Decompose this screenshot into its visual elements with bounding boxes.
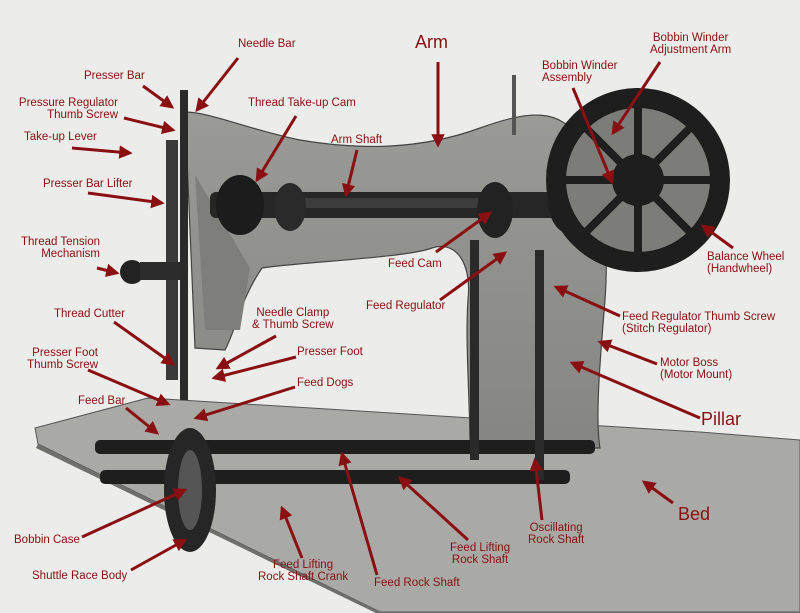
label-bobbin-case: Bobbin Case <box>14 534 80 546</box>
arrow-presser-foot-thumb-screw <box>87 368 171 406</box>
label-feed-rock-shaft: Feed Rock Shaft <box>374 577 460 589</box>
label-bed: Bed <box>678 504 711 524</box>
arrow-feed-bar <box>125 406 160 435</box>
arrow-oscillating-rock-shaft <box>529 457 544 521</box>
leader-arrows <box>71 57 734 576</box>
arrow-feed-rock-shaft <box>338 451 379 576</box>
arrow-feed-dogs <box>193 385 296 422</box>
arrow-motor-boss <box>597 339 658 366</box>
arrow-bobbin-winder-assembly <box>571 87 615 185</box>
label-needle-bar: Needle Bar <box>238 38 296 50</box>
label-presser-foot: Presser Foot <box>297 346 363 358</box>
balance-wheel-part <box>546 88 730 272</box>
arrow-feed-lifting-rock-shaft-crank <box>279 505 304 559</box>
label-needle-clamp-thumb-screw: Needle Clamp& Thumb Screw <box>252 307 334 331</box>
label-motor-boss: Motor Boss(Motor Mount) <box>660 357 733 381</box>
label-take-up-lever: Take-up Lever <box>24 131 97 143</box>
arrow-feed-cam <box>435 211 493 254</box>
label-feed-regulator-thumb-screw: Feed Regulator Thumb Screw(Stitch Regula… <box>622 311 776 335</box>
arrow-needle-bar <box>195 57 240 113</box>
arrow-shuttle-race-body <box>130 538 188 572</box>
needle-bar-part <box>120 90 188 400</box>
label-presser-bar: Presser Bar <box>84 70 145 82</box>
rock-shafts <box>95 240 595 484</box>
arrow-presser-bar-lifter <box>87 191 165 209</box>
arrow-bobbin-case <box>81 488 188 539</box>
label-arm: Arm <box>415 32 448 52</box>
arrow-bed <box>641 480 674 505</box>
arrow-pillar <box>569 361 701 420</box>
arrow-bobbin-winder-adjustment-arm <box>611 61 662 136</box>
arrow-presser-foot <box>211 355 297 382</box>
arrow-take-up-lever <box>71 145 133 159</box>
label-pillar: Pillar <box>701 409 742 429</box>
label-arm-shaft: Arm Shaft <box>331 134 383 146</box>
label-thread-take-up-cam: Thread Take-up Cam <box>248 97 356 109</box>
label-feed-dogs: Feed Dogs <box>297 377 354 389</box>
label-feed-regulator: Feed Regulator <box>366 300 446 312</box>
label-balance-wheel: Balance Wheel(Handwheel) <box>707 251 785 275</box>
label-presser-bar-lifter: Presser Bar Lifter <box>43 178 133 190</box>
label-feed-bar: Feed Bar <box>78 395 126 407</box>
arrow-arm-shaft <box>342 149 359 198</box>
arrow-balance-wheel <box>700 224 734 250</box>
shuttle-race-part <box>164 428 216 552</box>
arrow-thread-cutter <box>113 320 176 366</box>
arrow-feed-lifting-rock-shaft <box>398 476 470 542</box>
arrow-feed-regulator <box>439 251 508 302</box>
arrow-thread-tension <box>96 263 120 277</box>
arrow-presser-bar <box>142 84 175 109</box>
arrow-feed-regulator-thumb-screw <box>553 285 621 318</box>
spool-pin <box>512 75 516 135</box>
arrow-needle-clamp <box>215 334 277 370</box>
arrow-pressure-regulator <box>123 116 176 134</box>
label-feed-cam: Feed Cam <box>388 258 442 270</box>
arrow-thread-take-up-cam <box>255 115 298 183</box>
label-shuttle-race-body: Shuttle Race Body <box>32 570 128 582</box>
label-thread-cutter: Thread Cutter <box>54 308 125 320</box>
